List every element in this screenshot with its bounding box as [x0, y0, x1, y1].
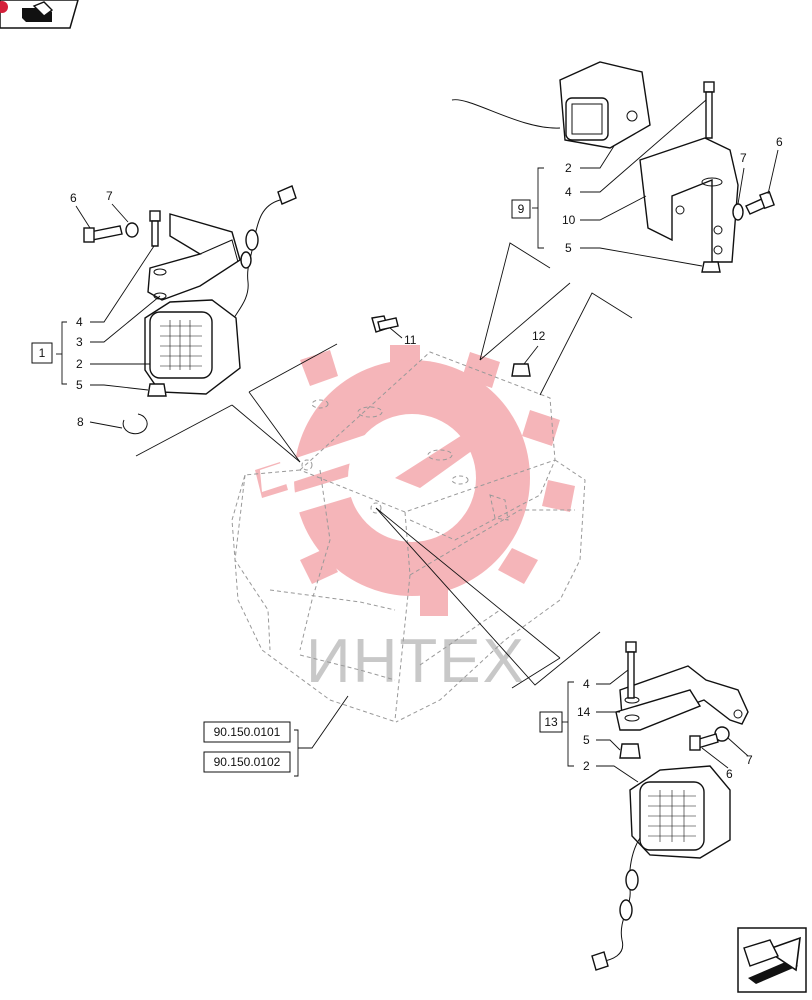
next-page-button[interactable] — [737, 927, 807, 993]
callout-4: 4 — [76, 315, 83, 329]
snap-ring-icon — [122, 413, 148, 435]
top-nav-tab[interactable] — [0, 0, 79, 29]
bolt-icon — [703, 81, 715, 93]
group-9-callouts: 9 2 4 10 5 7 6 — [511, 99, 783, 267]
callout-5: 5 — [583, 733, 590, 747]
callout-4: 4 — [565, 185, 572, 199]
bolt-icon — [625, 641, 637, 653]
callout-6: 6 — [776, 135, 783, 149]
book-arrow-icon — [22, 1, 54, 22]
connector-icon — [591, 951, 609, 971]
svg-text:9: 9 — [518, 202, 525, 216]
lamp-assembly-9 — [451, 61, 775, 273]
svg-text:1: 1 — [39, 346, 46, 360]
next-page-arrow-icon — [743, 936, 801, 984]
callout-2: 2 — [565, 161, 572, 175]
group-badge-1[interactable]: 1 — [31, 342, 53, 364]
assembly-leaders — [135, 242, 633, 689]
callout-5: 5 — [76, 378, 83, 392]
callout-7: 7 — [740, 151, 747, 165]
lamp-assembly-13 — [591, 641, 749, 971]
nut-icon — [701, 261, 721, 273]
washer-icon — [125, 222, 139, 238]
callout-2: 2 — [583, 759, 590, 773]
svg-text:90.150.0102: 90.150.0102 — [214, 755, 281, 769]
callout-14: 14 — [577, 705, 591, 719]
bolt-icon — [89, 225, 123, 241]
callout-6: 6 — [70, 191, 77, 205]
nut-icon — [619, 743, 641, 759]
group-badge-13[interactable]: 13 — [539, 711, 563, 733]
callout-5: 5 — [565, 241, 572, 255]
connector-icon — [277, 185, 297, 205]
lamp-assembly-1 — [83, 185, 297, 435]
part-12-nut — [511, 363, 531, 377]
reference-link-1[interactable]: 90.150.0101 — [203, 721, 291, 743]
svg-text:90.150.0101: 90.150.0101 — [214, 725, 281, 739]
part-11-bolt — [371, 315, 399, 333]
nut-icon — [147, 383, 167, 397]
callout-2: 2 — [76, 357, 83, 371]
reference-link-2[interactable]: 90.150.0102 — [203, 751, 291, 773]
callout-3: 3 — [76, 335, 83, 349]
washer-icon — [732, 203, 744, 221]
callout-6: 6 — [726, 767, 733, 781]
svg-text:13: 13 — [544, 715, 558, 729]
callout-7: 7 — [106, 189, 113, 203]
red-marker-icon — [0, 1, 8, 13]
watermark-text: ИНТЕХ — [306, 627, 526, 696]
bolt-icon — [149, 210, 161, 222]
group-badge-9[interactable]: 9 — [511, 199, 531, 219]
callout-10: 10 — [562, 213, 576, 227]
callout-11: 11 — [404, 333, 417, 347]
callout-8: 8 — [77, 415, 84, 429]
watermark-logo — [255, 345, 575, 616]
reference-boxes: 90.150.0101 90.150.0102 — [203, 695, 349, 777]
group-13-callouts: 13 4 14 5 2 7 6 — [539, 669, 753, 783]
group-1-callouts: 1 4 3 2 5 6 7 8 — [31, 189, 161, 429]
callout-7: 7 — [746, 753, 753, 767]
callout-4: 4 — [583, 677, 590, 691]
callout-12: 12 — [532, 329, 546, 343]
